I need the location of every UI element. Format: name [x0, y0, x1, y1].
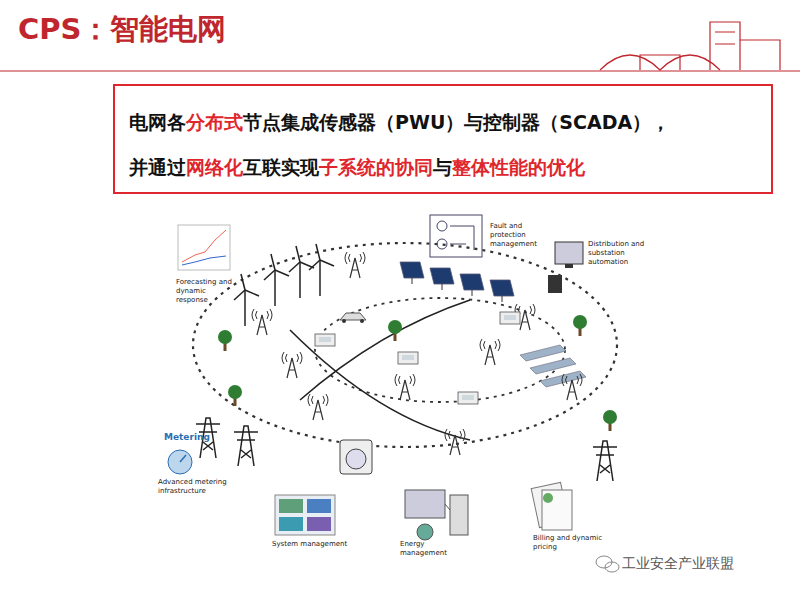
text-segment: 整体性能的优化 — [452, 156, 585, 178]
university-logo — [600, 22, 780, 70]
pylon — [593, 441, 617, 481]
wind-turbine — [234, 274, 259, 326]
wind-turbine — [264, 254, 289, 306]
text-segment: 节点集成传感器（PWU）与控制器（SCADA）， — [243, 111, 670, 133]
house-meter — [458, 392, 478, 404]
radio-tower — [252, 309, 272, 335]
system-management-screens — [275, 495, 335, 535]
bills-icon — [531, 482, 572, 530]
illustration-label: Billing and dynamic pricing — [533, 534, 613, 552]
tree — [388, 320, 402, 341]
monitor-icon — [555, 242, 583, 268]
wechat-icon — [596, 556, 619, 572]
radio-tower — [445, 429, 465, 455]
header-rule — [0, 71, 800, 72]
tree — [218, 330, 232, 351]
house-meter — [315, 334, 335, 346]
inner-grid-ring — [315, 298, 565, 402]
solar-panel — [430, 268, 454, 290]
illustration-label: Metering — [164, 432, 224, 443]
illustration-label: System management — [272, 540, 352, 549]
watermark: 工业安全产业联盟 — [622, 555, 734, 573]
text-segment: 分布式 — [186, 111, 243, 133]
pylon — [234, 426, 258, 466]
energy-management-devices — [405, 490, 468, 540]
solar-farm-row — [520, 345, 566, 361]
wind-turbine — [289, 246, 314, 298]
radio-tower — [308, 394, 328, 420]
illustration-label: Fault and protection management — [490, 222, 560, 248]
wind-turbine — [309, 244, 334, 296]
illustration-label: Advanced metering infrastructure — [158, 478, 228, 496]
forecast-chart — [178, 225, 230, 270]
radio-tower — [345, 252, 365, 278]
outer-grid-ring — [193, 243, 617, 447]
illustration-label: Distribution and substation automation — [588, 240, 656, 266]
radio-tower — [395, 374, 415, 400]
text-segment: 并通过 — [129, 156, 186, 178]
solar-panel — [400, 262, 424, 284]
text-box: 电网各分布式节点集成传感器（PWU）与控制器（SCADA）， 并通过网络化互联实现… — [113, 84, 773, 194]
illustration-label: Energy management — [400, 540, 450, 558]
house-meter — [398, 352, 418, 364]
solar-panel — [490, 280, 514, 302]
car — [340, 313, 366, 323]
fault-protection-schematic — [430, 215, 482, 257]
solar-farm-row — [530, 358, 576, 374]
house-meter — [500, 312, 520, 324]
illustration-label: Forecasting and dynamic response — [176, 278, 236, 304]
text-segment: 子系统的协同 — [319, 156, 433, 178]
grid-lines — [290, 300, 470, 440]
solar-panel — [460, 274, 484, 296]
text-segment: 电网各 — [129, 111, 186, 133]
slide-title: CPS：智能电网 — [18, 10, 226, 50]
radio-tower — [480, 339, 500, 365]
meter-gauge — [168, 450, 192, 474]
tree — [573, 315, 587, 336]
text-segment: 与 — [433, 156, 452, 178]
washing-machine — [340, 440, 372, 474]
tree — [228, 385, 242, 406]
text-segment: 互联实现 — [243, 156, 319, 178]
radio-tower — [282, 352, 302, 378]
radio-tower — [562, 374, 582, 400]
tree — [603, 410, 617, 431]
battery-unit — [548, 275, 562, 293]
text-segment: 网络化 — [186, 156, 243, 178]
